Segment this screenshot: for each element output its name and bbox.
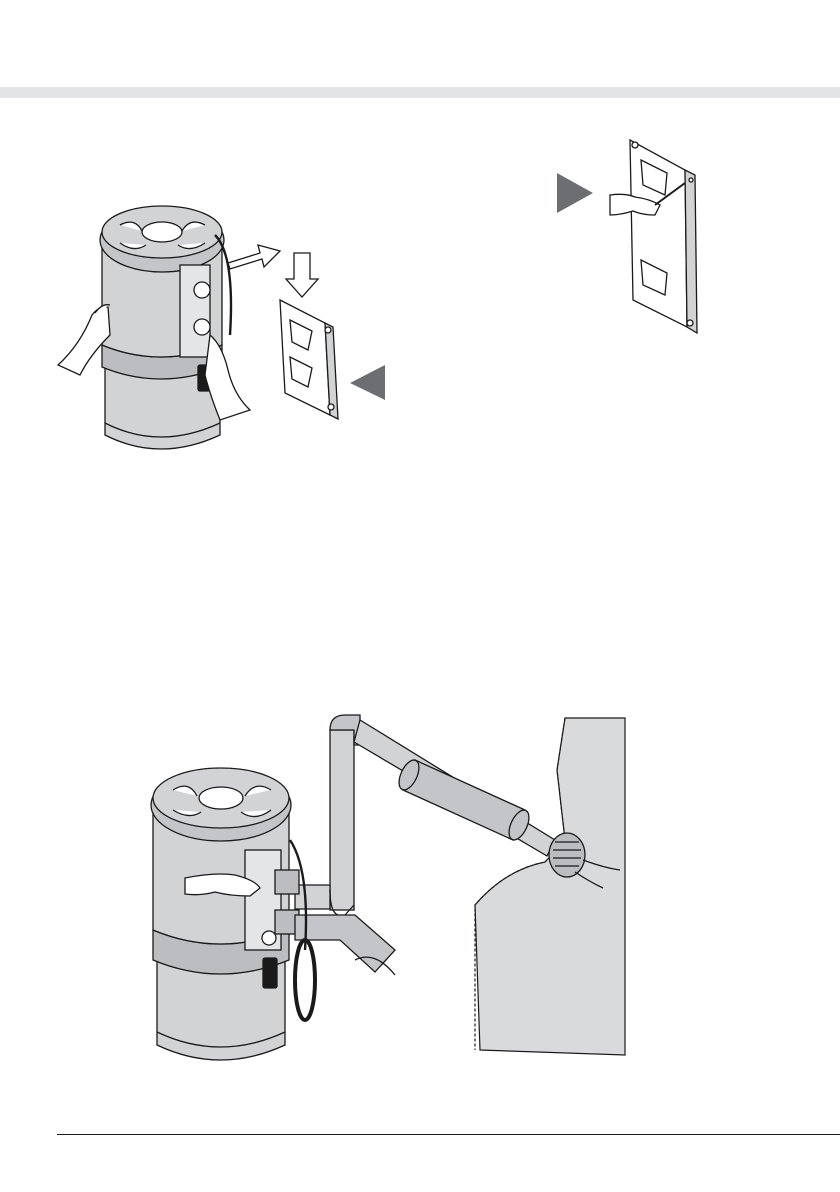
vacuum-unit-icon: [151, 768, 395, 1060]
footer-rule: [57, 1134, 840, 1135]
figure-connect-pipes: [145, 710, 635, 1105]
wall-bracket-icon: [630, 140, 697, 333]
wall-icon: [475, 718, 625, 1055]
header-band: [0, 87, 840, 98]
triangle-marker-icon: [350, 365, 385, 400]
figure-fix-bracket: [555, 135, 715, 335]
figure-mount-unit: [50, 195, 395, 475]
arrow-icon: [228, 245, 318, 297]
vacuum-unit-icon: [100, 206, 231, 449]
wall-bracket-icon: [280, 300, 338, 419]
silencer-icon: [395, 757, 533, 843]
triangle-marker-icon: [557, 173, 593, 213]
